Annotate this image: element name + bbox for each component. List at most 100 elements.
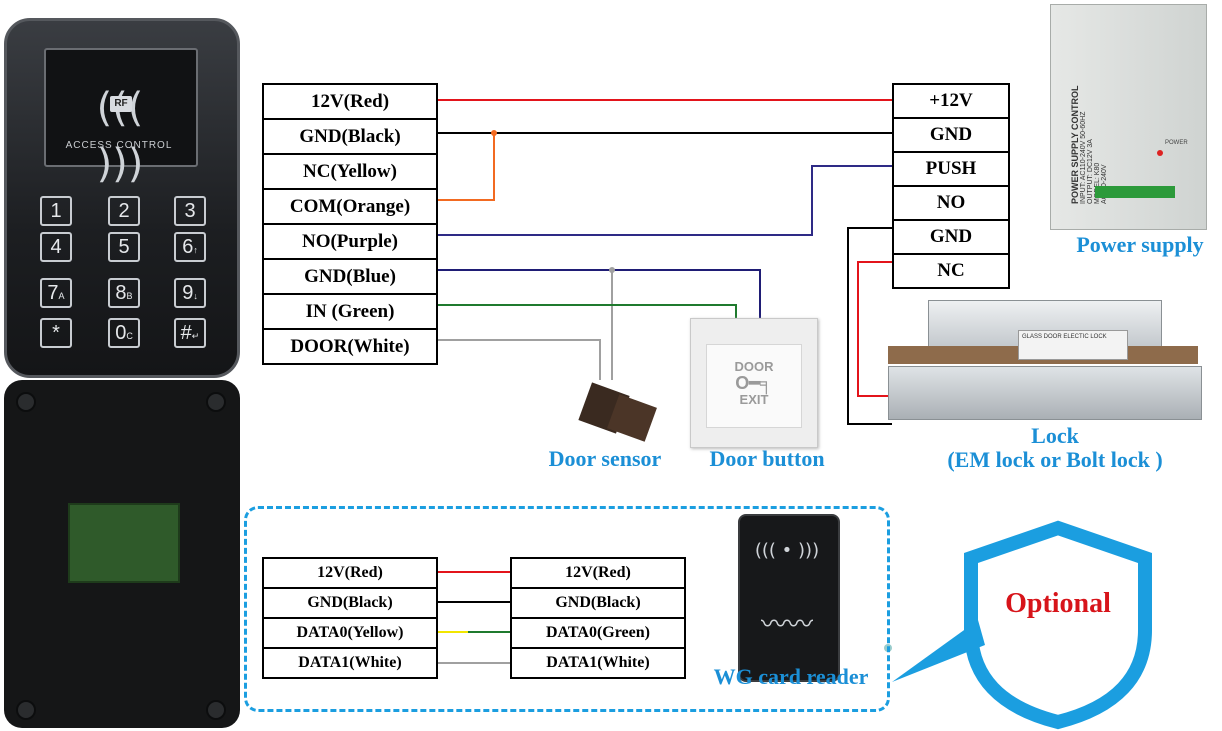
lock-plate-text: GLASS DOOR ELECTIC LOCK: [1022, 334, 1107, 340]
wire-lock-gnd: [847, 227, 892, 425]
terminal-label: 12V(Red): [262, 83, 438, 120]
sensor-magnet: [607, 394, 657, 442]
terminal-label: DATA0(Green): [510, 617, 686, 649]
keypad-key[interactable]: 0C: [108, 318, 140, 348]
lock-label-line1: Lock: [1031, 423, 1079, 448]
psu-print-line: OUTPUT: DC12V 3A: [1087, 139, 1094, 204]
keypad-key-label: #: [180, 322, 192, 344]
door-sensor-label: Door sensor: [548, 446, 662, 471]
terminal-label: COM(Orange): [262, 188, 438, 225]
keypad-key-sub: B: [126, 291, 133, 301]
terminal-label: 12V(Red): [262, 557, 438, 589]
keypad-key[interactable]: 7A: [40, 278, 72, 308]
screw-hole: [16, 392, 36, 412]
keypad-key[interactable]: 1: [40, 196, 72, 226]
psu-print-line: INPUT: AC110-240V 50-60HZ: [1080, 111, 1087, 204]
keypad-key[interactable]: 9↓: [174, 278, 206, 308]
keypad-key-label: 7: [47, 282, 59, 304]
keypad-key-label: 2: [118, 200, 130, 222]
contactless-icon: ((( • ))): [754, 540, 820, 561]
door-button-label: Door button: [709, 446, 825, 471]
junction-dot: [609, 267, 615, 273]
terminal-label: GND: [892, 117, 1010, 153]
junction-dot: [491, 130, 497, 136]
wave-icon: 〰〰: [760, 610, 813, 640]
keypad-key[interactable]: 5: [108, 232, 140, 262]
wire-door-white: [438, 339, 601, 380]
wire-gnd-blue: [438, 269, 761, 318]
power-supply-label: Power supply: [1076, 232, 1204, 257]
keypad-key[interactable]: 3: [174, 196, 206, 226]
key-icon: O━╕: [735, 373, 773, 393]
keypad-key[interactable]: #↵: [174, 318, 206, 348]
keypad-key-label: 5: [118, 236, 130, 258]
psu-print-line: MODEL: K80: [1094, 162, 1101, 204]
optional-wg-section: [244, 506, 890, 712]
terminal-label: NO(Purple): [262, 223, 438, 260]
terminal-label: NO: [892, 185, 1010, 221]
lock-plate-label: GLASS DOOR ELECTIC LOCK: [1018, 330, 1128, 360]
psu-print-line: AC110-240V: [1101, 164, 1108, 204]
keypad-key-label: 9: [182, 282, 194, 304]
keypad-key-label: 6: [182, 236, 194, 258]
keypad-key-sub: ↵: [191, 331, 200, 341]
keypad-key[interactable]: *: [40, 318, 72, 348]
terminal-label: GND(Black): [262, 118, 438, 155]
terminal-label: DOOR(White): [262, 328, 438, 365]
keypad-key-sub: ↑: [193, 245, 198, 255]
terminal-label: DATA1(White): [262, 647, 438, 679]
rf-chip-label: RF: [110, 96, 132, 112]
circuit-board: [68, 503, 180, 583]
wire-lock-nc: [857, 261, 892, 397]
terminal-label: DATA0(Yellow): [262, 617, 438, 649]
terminal-label: GND: [892, 219, 1010, 255]
optional-label: Optional: [1005, 588, 1111, 619]
keypad-key[interactable]: 2: [108, 196, 140, 226]
terminal-label: NC: [892, 253, 1010, 289]
keypad-key-label: 4: [50, 236, 62, 258]
psu-print: POWER SUPPLY CONTROL INPUT: AC110-240V 5…: [1070, 14, 1200, 204]
lock-label: Lock (EM lock or Bolt lock ): [920, 424, 1190, 472]
terminal-label: GND(Black): [262, 587, 438, 619]
screw-hole: [206, 392, 226, 412]
keypad-key-label: *: [52, 322, 60, 344]
keypad-key-sub: A: [58, 291, 65, 301]
screw-hole: [16, 700, 36, 720]
wire-no-purple: [438, 165, 892, 236]
terminal-label: GND(Blue): [262, 258, 438, 295]
keypad-key[interactable]: 6↑: [174, 232, 206, 262]
shield-icon: [964, 520, 1152, 730]
terminal-label: PUSH: [892, 151, 1010, 187]
keypad-key[interactable]: 4: [40, 232, 72, 262]
callout-pointer: [892, 620, 985, 682]
access-control-label: Access Control: [65, 140, 173, 151]
exit-button-face: DOOR O━╕ EXIT: [706, 344, 802, 428]
terminal-label: DATA1(White): [510, 647, 686, 679]
psu-print-line: POWER SUPPLY CONTROL: [1070, 85, 1080, 204]
terminal-label: GND(Black): [510, 587, 686, 619]
terminal-label: IN (Green): [262, 293, 438, 330]
keypad-key-label: 0: [115, 322, 127, 344]
wire-com-orange: [438, 133, 495, 201]
keypad-key-label: 8: [115, 282, 127, 304]
lock-strike-body: [888, 366, 1202, 420]
keypad-key-sub: C: [126, 331, 133, 341]
keypad-key-sub: ↓: [193, 291, 198, 301]
wg-reader-label: WG card reader: [713, 664, 869, 689]
keypad-key[interactable]: 8B: [108, 278, 140, 308]
lock-label-line2: (EM lock or Bolt lock ): [947, 447, 1163, 472]
exit-text-exit: EXIT: [739, 392, 769, 407]
terminal-label: 12V(Red): [510, 557, 686, 589]
screw-hole: [206, 700, 226, 720]
keypad-key-label: 3: [184, 200, 196, 222]
power-led-indicator: [1157, 150, 1163, 156]
keypad-key-label: 1: [50, 200, 62, 222]
wire-in-green: [438, 304, 737, 318]
psu-terminal-strip: [1095, 186, 1175, 198]
terminal-label: +12V: [892, 83, 1010, 119]
wg-card-reader-device: [738, 514, 840, 682]
power-mark: POWER: [1165, 140, 1188, 146]
exit-text-door: DOOR: [734, 359, 774, 374]
